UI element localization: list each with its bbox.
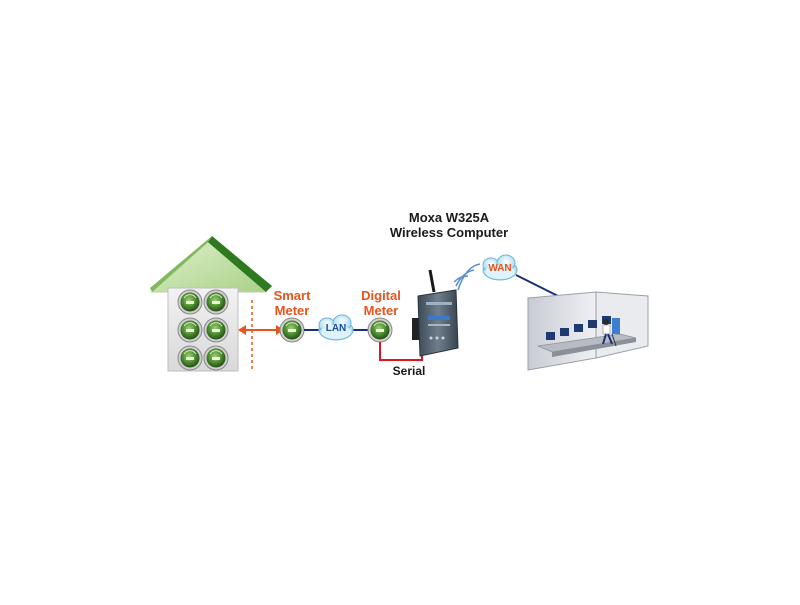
device-title-line1: Moxa W325A xyxy=(408,210,490,225)
digital-meter-label-line1: Digital xyxy=(361,288,401,303)
serial-line xyxy=(379,342,423,361)
meter-icon xyxy=(203,317,229,343)
meter-icon xyxy=(177,289,203,315)
device-title: Moxa W325A Wireless Computer xyxy=(384,210,514,240)
wan-cloud-icon xyxy=(482,254,518,281)
control-room-icon xyxy=(527,291,649,371)
serial-label: Serial xyxy=(392,364,426,378)
lan-cloud-icon xyxy=(318,314,354,341)
digital-meter-icon xyxy=(367,317,393,343)
digital-meter-label: Digital Meter xyxy=(356,288,406,318)
wan-line xyxy=(515,274,563,299)
wan-label: WAN xyxy=(488,263,512,274)
meter-icon xyxy=(177,317,203,343)
device-title-line2: Wireless Computer xyxy=(389,225,509,240)
router-icon xyxy=(412,269,459,357)
meter-icon xyxy=(177,345,203,371)
lan-label: LAN xyxy=(325,323,347,334)
smart-meter-label-line2: Meter xyxy=(274,303,310,318)
house-icon xyxy=(150,236,272,372)
wifi-signal-icon xyxy=(453,263,481,291)
smart-meter-label: Smart Meter xyxy=(268,288,316,318)
smart-meter-label-line1: Smart xyxy=(273,288,311,303)
meter-icon xyxy=(203,289,229,315)
digital-meter-label-line2: Meter xyxy=(363,303,399,318)
smart-meter-icon xyxy=(279,317,305,343)
meter-icon xyxy=(203,345,229,371)
double-arrow xyxy=(238,325,284,335)
